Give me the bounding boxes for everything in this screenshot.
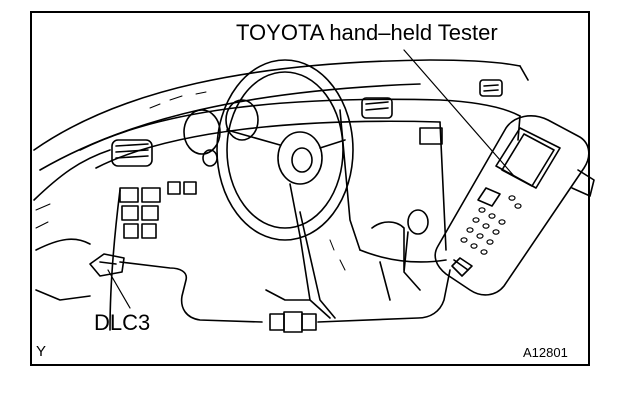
tester-cable <box>119 257 473 323</box>
tester-callout: TOYOTA hand–held Tester <box>236 20 498 45</box>
air-vents <box>111 79 503 167</box>
dlc3-plug <box>89 253 125 277</box>
switch-panel <box>119 181 197 239</box>
leader-lines <box>107 49 515 309</box>
figure-code: A12801 <box>523 345 568 360</box>
corner-mark: Y <box>36 343 47 360</box>
windshield <box>33 59 529 201</box>
detail-hatching <box>35 91 346 271</box>
steering-wheel <box>216 59 354 319</box>
figure-frame <box>30 11 590 366</box>
tester-keypad <box>460 195 522 255</box>
dashboard <box>35 98 521 331</box>
inline-connector <box>269 311 317 333</box>
center-console <box>371 127 443 301</box>
dlc3-callout: DLC3 <box>94 310 151 335</box>
instrument-cluster <box>183 99 259 167</box>
